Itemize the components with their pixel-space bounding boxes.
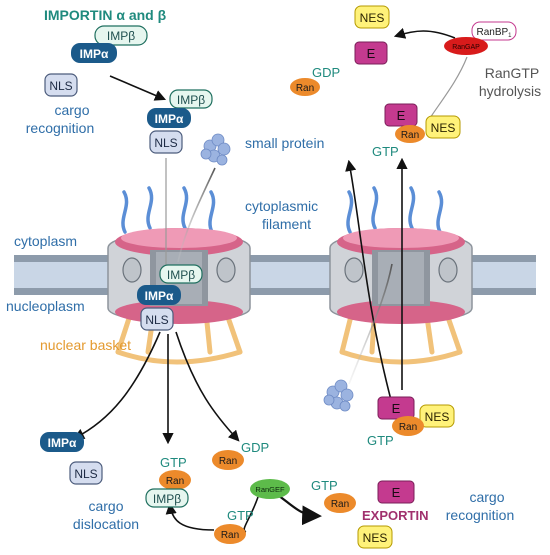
ranGTP-hydrolysis-label-1: RanGTP (485, 65, 539, 81)
nucleoplasm-label: nucleoplasm (6, 298, 85, 314)
ranbp1-label: RanBP1 (476, 27, 512, 39)
arrow-export-curve (345, 159, 392, 401)
gdp-label: GDP (241, 440, 269, 455)
pathway-arrows (73, 27, 468, 533)
cytoplasmic-filament-label-1: cytoplasmic (245, 198, 318, 214)
e-label: E (367, 46, 376, 61)
impa-label: IMPα (155, 112, 184, 126)
cytoplasmic-filaments-left (121, 186, 216, 234)
nls-label: NLS (74, 467, 97, 481)
nes-protein: NES (357, 525, 393, 549)
cargo-dislocation-label-1: cargo (88, 498, 123, 514)
e-cargo: E (354, 41, 388, 65)
ran-label: Ran (331, 499, 349, 510)
e-label: E (392, 485, 401, 500)
nes-protein: NES (354, 5, 390, 29)
impb-label: IMPβ (167, 268, 195, 282)
impb-label: IMPβ (177, 93, 205, 107)
small-protein-icon (200, 133, 231, 166)
ran-label: Ran (166, 476, 184, 487)
cargo-recognition-label-2: recognition (26, 120, 95, 136)
nes-label: NES (360, 11, 385, 25)
cytoplasmic-filament-label-2: filament (262, 216, 311, 232)
e-cargo: E (377, 480, 415, 504)
small-protein-label: small protein (245, 135, 324, 151)
rangap-label: RanGAP (452, 44, 480, 51)
gtp-label: GTP (160, 455, 187, 470)
line-small-protein-export (348, 263, 393, 385)
gdp-label: GDP (312, 65, 340, 80)
impa-label: IMPα (80, 47, 109, 61)
export-complex-cytoplasm: E NES Ran (384, 103, 461, 143)
importin-complex-in-pore: IMPβ IMPα NLS (137, 264, 203, 331)
gtp-label: GTP (227, 508, 254, 523)
diagram-title: IMPORTIN α and β (44, 7, 167, 23)
gtp-label: GTP (311, 478, 338, 493)
e-label: E (392, 401, 401, 416)
ran-protein: Ran (214, 524, 246, 544)
ran-label: Ran (219, 456, 237, 467)
small-protein-icon (323, 379, 354, 412)
arrow-to-impa (73, 331, 161, 440)
released-impa: IMPα (40, 432, 84, 452)
released-nls: NLS (69, 461, 103, 485)
arrow-hydrolysis (393, 27, 456, 39)
line-small-protein (177, 167, 216, 263)
ran-label: Ran (399, 422, 417, 433)
nes-label: NES (425, 410, 450, 424)
e-label: E (397, 108, 406, 123)
cytoplasmic-filaments-right (346, 186, 444, 234)
export-complex-nucleus: E NES Ran (377, 396, 455, 436)
cargo-recognition-label-1: cargo (54, 102, 89, 118)
impa-label: IMPα (145, 289, 174, 303)
ran-label: Ran (401, 130, 419, 141)
importin-complex-mid: IMPβ IMPα NLS (147, 89, 213, 154)
ran-protein: Ran (212, 450, 244, 470)
impb-protein: IMPβ (145, 488, 189, 508)
cargo-dislocation-label-2: dislocation (73, 516, 139, 532)
arrow-ran-to-impb (165, 502, 215, 531)
line-hydrolysis (429, 56, 468, 119)
nls-label: NLS (145, 313, 168, 327)
gtp-label: GTP (372, 144, 399, 159)
cargo-recognition-label-1: cargo (469, 489, 504, 505)
ran-label: Ran (221, 530, 239, 541)
rangef-protein: RanGEF (250, 479, 290, 499)
ranbp1-protein: RanBP1 (471, 21, 517, 41)
impb-label: IMPβ (107, 29, 135, 43)
nuclear-pore-right (329, 186, 473, 365)
ran-label: Ran (296, 83, 314, 94)
importin-complex-top: IMPβ IMPα NLS (44, 25, 148, 97)
ran-protein: Ran (324, 493, 356, 513)
nes-label: NES (431, 121, 456, 135)
nes-label: NES (363, 531, 388, 545)
ran-protein: Ran (290, 78, 320, 96)
arrow-to-ran-gdp (175, 331, 240, 442)
arrow-cargo-recognition (109, 75, 167, 101)
nuclear-basket-label: nuclear basket (40, 337, 131, 353)
nls-label: NLS (49, 79, 72, 93)
ran-protein: Ran (159, 470, 191, 490)
exportin-label: EXPORTIN (362, 508, 428, 523)
cargo-recognition-label-2: recognition (446, 507, 515, 523)
impb-label: IMPβ (153, 492, 181, 506)
ranGTP-hydrolysis-label-2: hydrolysis (479, 83, 541, 99)
impa-label: IMPα (48, 436, 77, 450)
rangap-protein: RanGAP (444, 37, 488, 55)
rangef-label: RanGEF (255, 485, 285, 494)
nls-label: NLS (154, 136, 177, 150)
gtp-label: GTP (367, 433, 394, 448)
cytoplasm-label: cytoplasm (14, 233, 77, 249)
